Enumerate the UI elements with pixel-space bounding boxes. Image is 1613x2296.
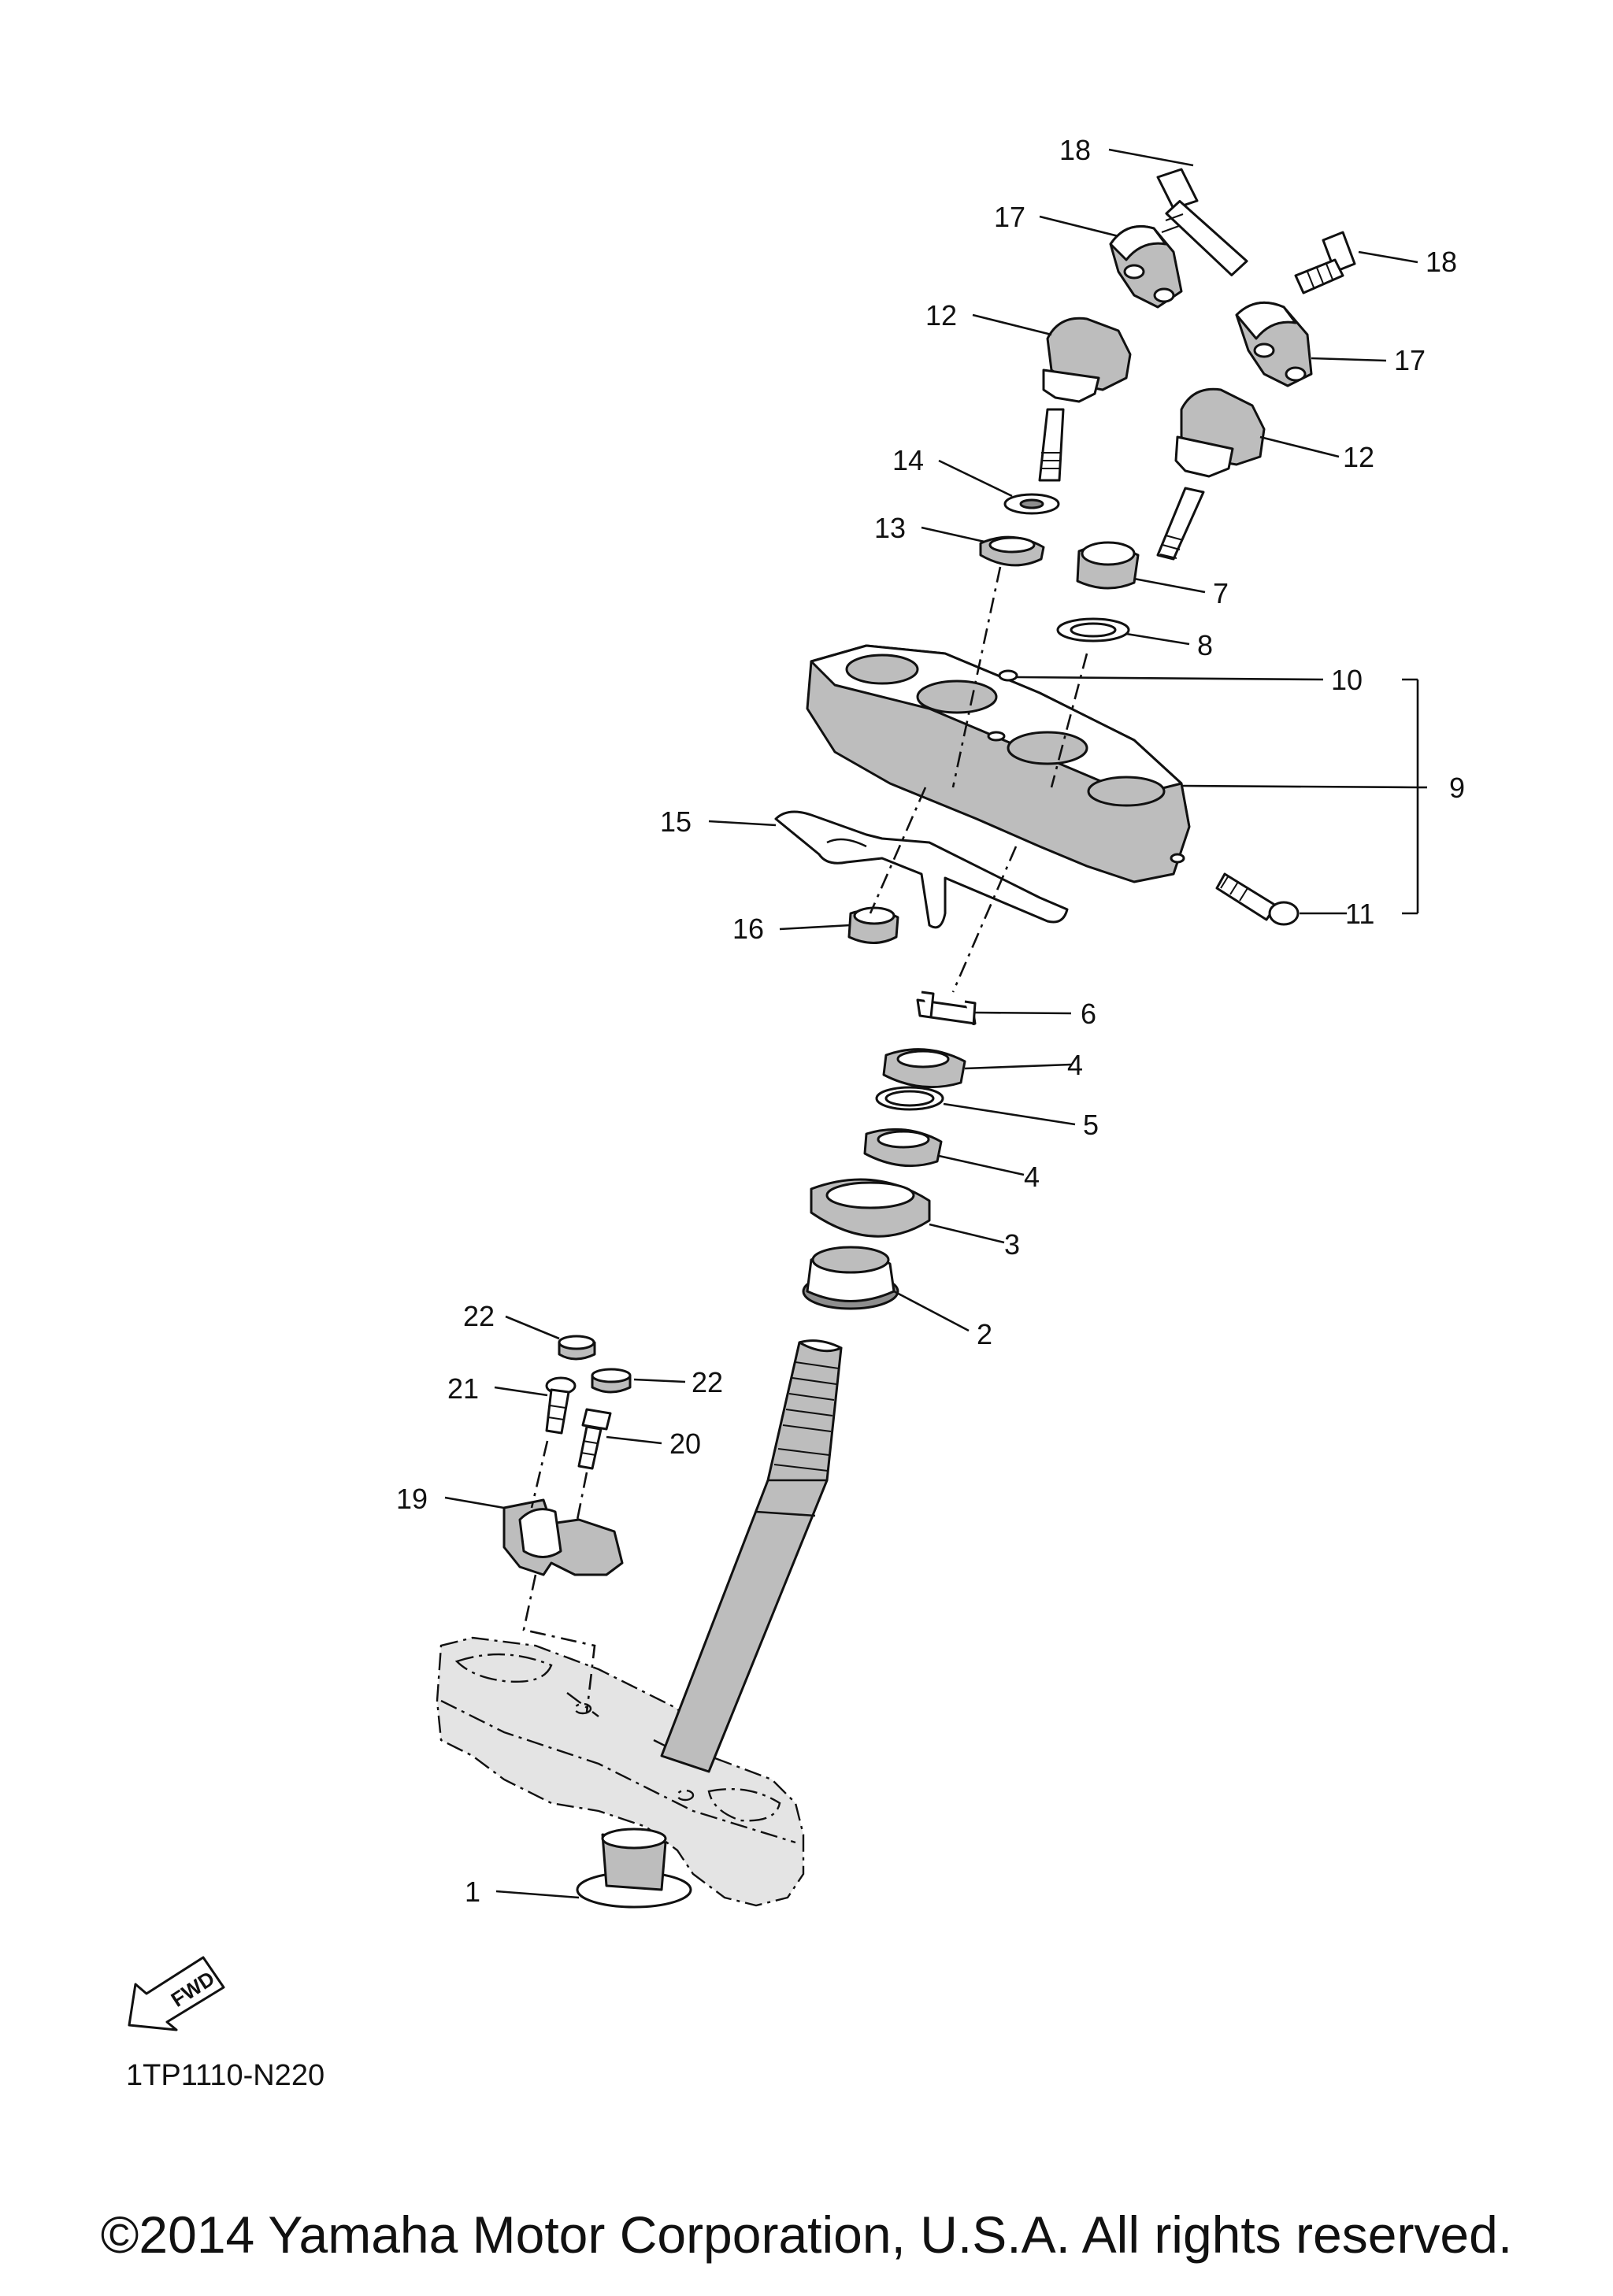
- callout-10: 10: [1331, 664, 1363, 696]
- part-4-ring-nut-upper: [882, 1048, 966, 1089]
- part-21-screw: [545, 1376, 577, 1435]
- callout-18-left: 18: [1059, 134, 1091, 166]
- steering-exploded-diagram: 18 17 12 18 17 12 14 13 7 8 10 9 15 11 1…: [396, 134, 1465, 1909]
- callout-16: 16: [732, 913, 764, 945]
- callout-4-upper: 4: [1067, 1049, 1083, 1081]
- part-17-upper-holder-left: [1109, 225, 1183, 309]
- callout-6: 6: [1081, 998, 1096, 1030]
- callout-22-right: 22: [692, 1366, 723, 1398]
- part-16-nut: [847, 906, 899, 944]
- callout-18-right: 18: [1426, 246, 1457, 278]
- part-12-handlebar-holder-right: [1156, 387, 1266, 561]
- part-4-ring-nut-lower: [863, 1128, 943, 1168]
- lower-bracket: [436, 1636, 805, 1907]
- callout-9: 9: [1449, 772, 1465, 804]
- callout-8: 8: [1197, 629, 1213, 661]
- leader-lines: [444, 148, 1427, 1899]
- callout-13: 13: [874, 512, 906, 544]
- part-10-plug: [998, 669, 1018, 682]
- forward-arrow-icon: FWD: [128, 1956, 225, 2031]
- callout-labels: 18 17 12 18 17 12 14 13 7 8 10 9 15 11 1…: [396, 134, 1465, 1908]
- callout-12-right: 12: [1343, 441, 1374, 473]
- part-22-cap-right: [591, 1368, 632, 1394]
- callout-22-left: 22: [463, 1300, 495, 1332]
- part-7-nut: [1076, 541, 1140, 590]
- part-3-dust-seal: [810, 1178, 931, 1238]
- callout-5: 5: [1083, 1109, 1099, 1141]
- callout-11: 11: [1345, 898, 1374, 930]
- part-17-upper-holder-right: [1235, 301, 1313, 387]
- part-20-screw: [577, 1408, 612, 1470]
- callout-1: 1: [465, 1876, 480, 1908]
- callout-14: 14: [892, 444, 924, 476]
- part-14-washer: [1003, 493, 1060, 515]
- copyright-notice: ©2014 Yamaha Motor Corporation, U.S.A. A…: [100, 2205, 1513, 2264]
- diagram-code: 1TP1110-N220: [126, 2059, 325, 2092]
- callout-12-left: 12: [925, 299, 957, 331]
- part-9-upper-bracket: [806, 644, 1191, 883]
- part-18-bolt-left: [1156, 168, 1248, 276]
- steering-stem: [660, 1339, 843, 1773]
- part-1-cap: [576, 1828, 692, 1909]
- alignment-lines: [522, 566, 1088, 1713]
- part-22-cap-left: [558, 1335, 596, 1361]
- part-12-handlebar-holder-left: [1038, 317, 1132, 482]
- callout-3: 3: [1004, 1228, 1020, 1261]
- part-2-bearing: [802, 1246, 899, 1310]
- callout-15: 15: [660, 805, 692, 838]
- callout-20: 20: [669, 1428, 701, 1460]
- callout-4-lower: 4: [1024, 1161, 1040, 1193]
- part-8-washer: [1056, 617, 1130, 643]
- part-13-damper: [979, 535, 1045, 567]
- callout-19: 19: [396, 1483, 428, 1515]
- callout-2: 2: [977, 1318, 992, 1350]
- part-11-pinch-bolt: [1215, 872, 1300, 926]
- callout-7: 7: [1213, 577, 1229, 609]
- part-18-bolt-right: [1294, 231, 1356, 294]
- callout-21: 21: [447, 1372, 479, 1405]
- callout-17-left: 17: [994, 201, 1025, 233]
- part-6-lock-washer: [916, 991, 977, 1026]
- part-5-lock-washer: [875, 1086, 944, 1111]
- callout-17-right: 17: [1394, 344, 1426, 376]
- part-19-holder: [502, 1498, 624, 1576]
